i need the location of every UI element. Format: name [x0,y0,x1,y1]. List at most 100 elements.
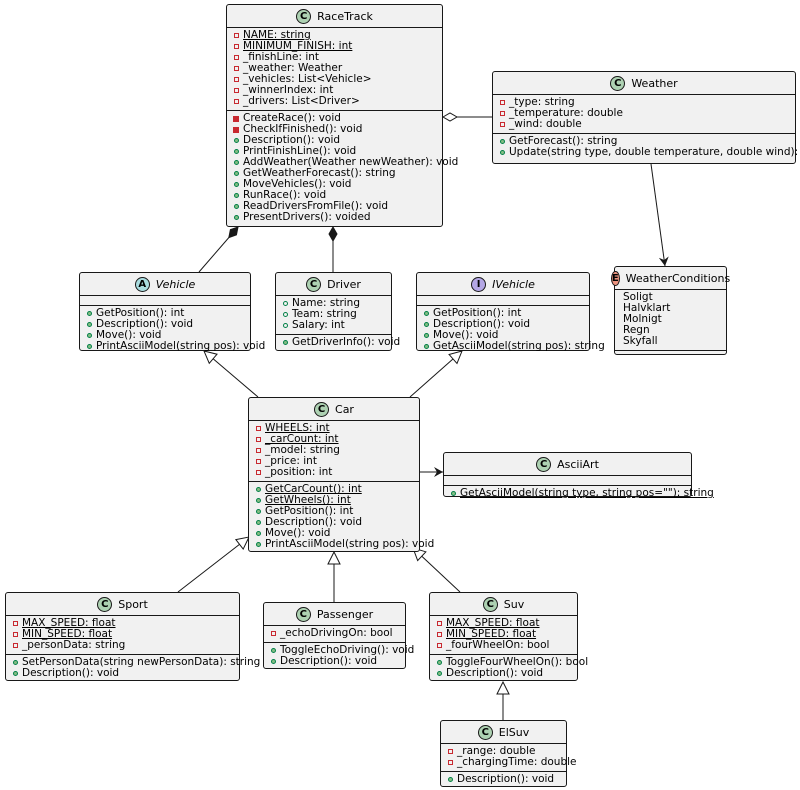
private-field-icon [254,459,262,464]
member-text: _type: string [509,96,575,108]
method-row: Description(): void [264,656,405,667]
member-text: RunRace(): void [243,189,327,201]
private-field-icon [498,122,506,127]
class-name: Driver [327,277,361,291]
public-field-icon [281,312,289,317]
private-field-icon [232,88,240,93]
public-method-icon [232,193,240,198]
field-row: _model: string [249,445,419,456]
member-text: MoveVehicles(): void [243,178,352,190]
private-field-icon [232,33,240,38]
public-method-icon [449,491,457,496]
field-row: MINIMUM_FINISH: int [227,41,442,52]
method-row: ToggleEchoDriving(): void [264,645,414,656]
private-field-icon [232,99,240,104]
fields-section [444,476,691,486]
interface-badge-icon: I [471,276,487,292]
member-text: _wind: double [509,118,582,130]
public-method-icon [254,542,262,547]
class-badge-icon: C [296,8,312,24]
enum-value-text: Molnigt [623,313,662,325]
method-row: Description(): void [417,319,589,330]
method-row: AddWeather(Weather newWeather): void [227,157,458,168]
public-method-icon [446,777,454,782]
member-text: _carCount: int [265,433,339,445]
public-method-icon [11,660,19,665]
edge-suv-car [413,548,461,593]
private-field-icon [11,632,19,637]
public-method-icon [254,520,262,525]
member-text: Move(): void [96,329,162,341]
field-row: Team: string [276,309,391,320]
enum-value-text: Skyfall [623,335,658,347]
private-field-icon [232,77,240,82]
public-method-icon [232,204,240,209]
member-text: _vehicles: List<Vehicle> [243,73,372,85]
member-text: SetPersonData(string newPersonData): str… [22,656,261,668]
field-row: _finishLine: int [227,52,442,63]
class-badge-icon: C [477,724,493,740]
method-row: Description(): void [249,517,419,528]
private-field-icon [232,55,240,60]
method-row: GetPosition(): int [249,506,419,517]
private-field-icon [254,470,262,475]
methods-section: GetDriverInfo(): void [276,335,400,351]
methods-section: SetPersonData(string newPersonData): str… [6,655,260,682]
field-row: _fourWheelOn: bool [430,640,577,651]
field-row: _position: int [249,467,419,478]
private-field-icon [435,643,443,648]
member-text: CheckIfFinished(): void [243,123,363,135]
method-row: Move(): void [417,330,589,341]
public-field-icon [281,301,289,306]
field-row: Name: string [276,298,391,309]
public-method-icon [422,333,430,338]
member-text: PrintFinishLine(): void [243,145,357,157]
field-row: _winnerIndex: int [227,85,442,96]
field-row: _vehicles: List<Vehicle> [227,74,442,85]
method-row: GetPosition(): int [417,308,589,319]
field-row: _price: int [249,456,419,467]
enum-value-text: Regn [623,324,650,336]
enum-value-text: Soligt [623,291,653,303]
method-row: CheckIfFinished(): void [227,124,442,135]
field-row: _personData: string [6,640,239,651]
field-row: _temperature: double [493,108,795,119]
method-row: RunRace(): void [227,190,442,201]
empty-section [615,351,726,360]
fields-section: _range: double_chargingTime: double [441,744,577,772]
member-text: ToggleEchoDriving(): void [280,644,415,656]
member-text: CreateRace(): void [243,112,341,124]
member-text: MINIMUM_FINISH: int [243,40,353,52]
member-text: _weather: Weather [243,62,343,74]
field-row: _wind: double [493,119,795,130]
edge-sport-car [177,537,249,593]
member-text: ToggleFourWheelOn(): bool [446,656,589,668]
member-text: ReadDriversFromFile(): void [243,200,389,212]
member-text: Description(): void [22,667,120,679]
member-text: _chargingTime: double [457,756,577,768]
private-field-icon [11,643,19,648]
class-name: Car [335,402,354,416]
member-text: AddWeather(Weather newWeather): void [243,156,459,168]
enum-value: Soligt [615,292,726,303]
field-row: MIN_SPEED: float [6,629,239,640]
